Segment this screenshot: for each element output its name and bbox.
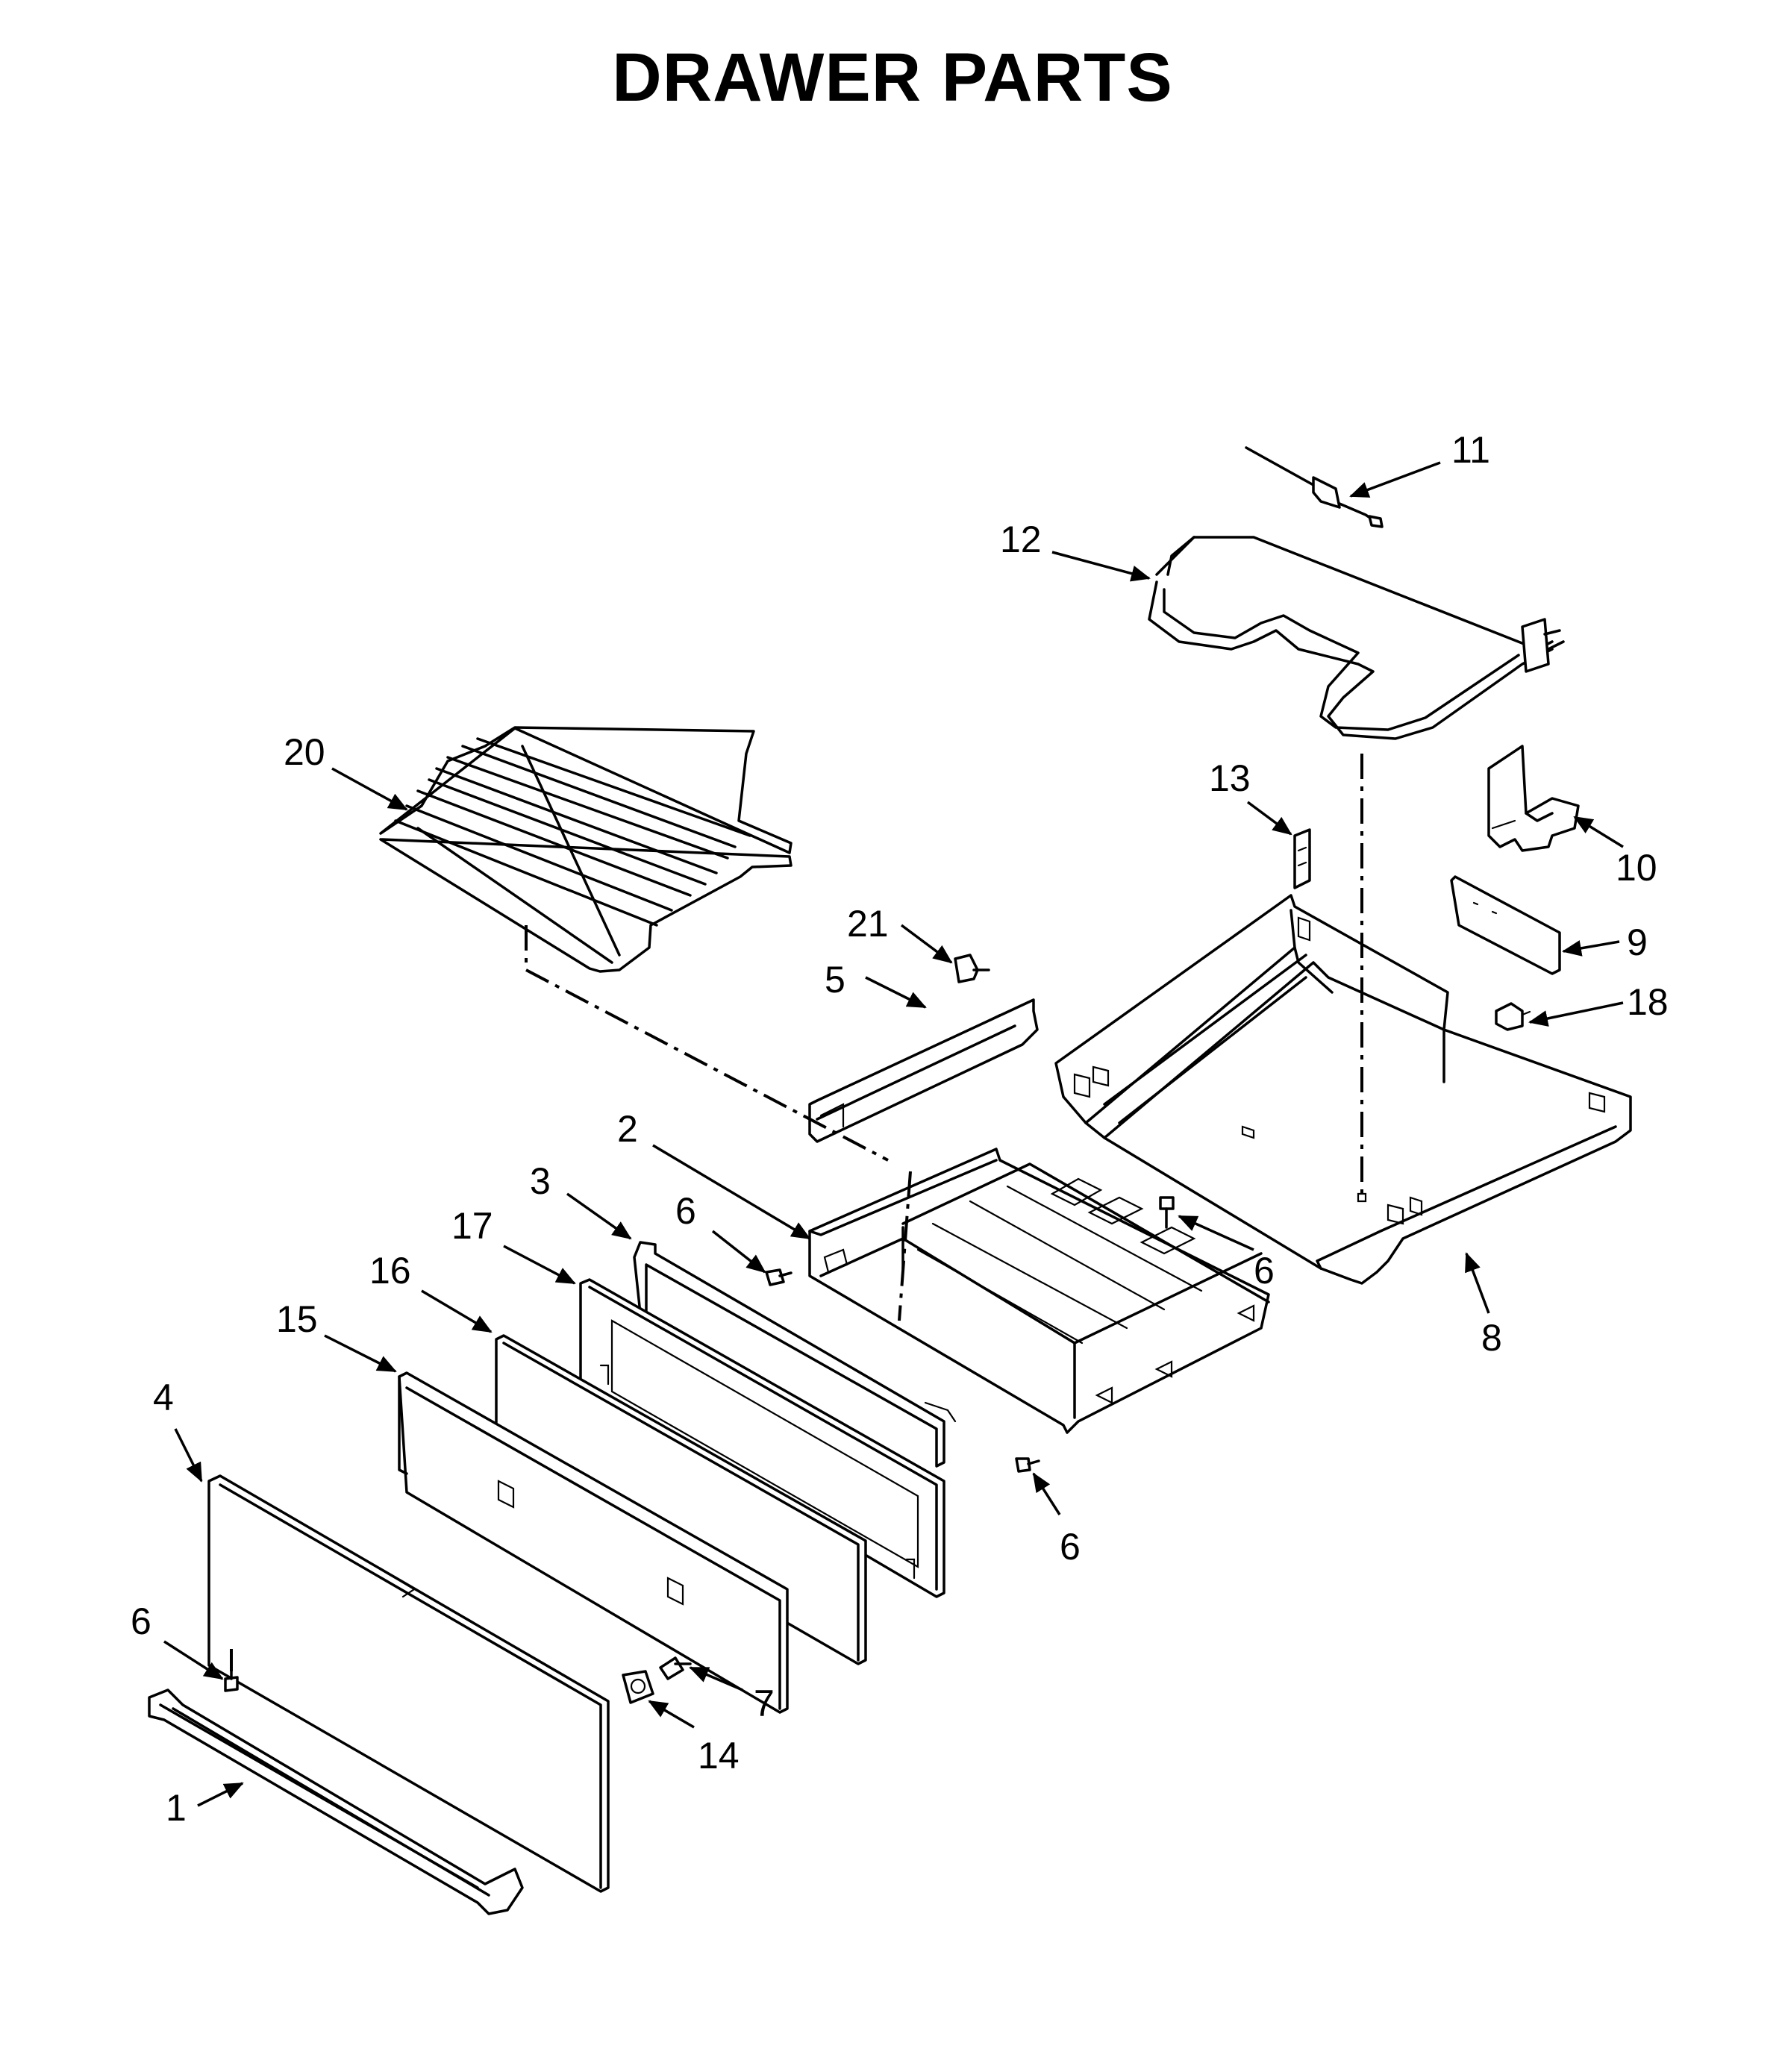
callout-13: 13 — [1209, 757, 1251, 799]
callout-11: 11 — [1451, 429, 1490, 471]
part-6-screw-b — [765, 1268, 793, 1286]
part-21-screw — [954, 954, 990, 983]
part-15-panel — [398, 1371, 789, 1714]
part-8-drawer-housing — [1054, 894, 1632, 1285]
callout-15: 15 — [276, 1298, 318, 1340]
callout-5: 5 — [825, 959, 845, 1001]
part-5-slide-rail — [808, 998, 1039, 1143]
callout-3: 3 — [530, 1160, 551, 1202]
callout-14: 14 — [698, 1735, 740, 1777]
callout-6-drawer: 6 — [675, 1190, 696, 1232]
leader-lines — [163, 461, 1624, 1807]
callout-12: 12 — [1000, 519, 1042, 560]
callout-9: 9 — [1627, 921, 1648, 963]
callout-7: 7 — [754, 1683, 775, 1724]
part-2-drawer-body — [808, 1148, 1270, 1434]
alignment-lines — [230, 754, 1363, 1671]
callout-16: 16 — [369, 1250, 411, 1292]
callout-6-front: 6 — [131, 1600, 151, 1642]
callout-20: 20 — [284, 731, 325, 773]
part-9-plate — [1450, 875, 1561, 975]
callout-17: 17 — [451, 1205, 493, 1247]
part-13-bracket — [1293, 828, 1311, 889]
callout-6-drawer-bottom: 6 — [1060, 1526, 1081, 1568]
part-20-rack — [379, 726, 793, 973]
part-7-screw — [659, 1656, 692, 1680]
callout-2: 2 — [617, 1108, 638, 1150]
part-14-bumper — [622, 1670, 654, 1704]
part-18-clip — [1495, 1002, 1531, 1031]
callout-6-housing: 6 — [1254, 1250, 1275, 1292]
callout-18: 18 — [1627, 981, 1669, 1023]
callout-labels: 11 12 20 13 10 9 18 21 5 2 3 6 6 8 17 16… — [131, 429, 1669, 1829]
callout-21: 21 — [847, 903, 889, 945]
callout-10: 10 — [1616, 847, 1657, 889]
part-11-sensor — [1245, 446, 1384, 528]
callout-4: 4 — [153, 1377, 174, 1418]
callout-1: 1 — [166, 1787, 187, 1829]
part-12-heating-element — [1148, 536, 1565, 740]
diagram-title: DRAWER PARTS — [612, 40, 1172, 116]
callout-8: 8 — [1481, 1317, 1502, 1359]
part-1-handle — [148, 1688, 524, 1915]
part-10-bracket — [1487, 745, 1580, 852]
part-6-screw-d — [1015, 1457, 1040, 1473]
part-6-screw-c — [1159, 1196, 1175, 1229]
